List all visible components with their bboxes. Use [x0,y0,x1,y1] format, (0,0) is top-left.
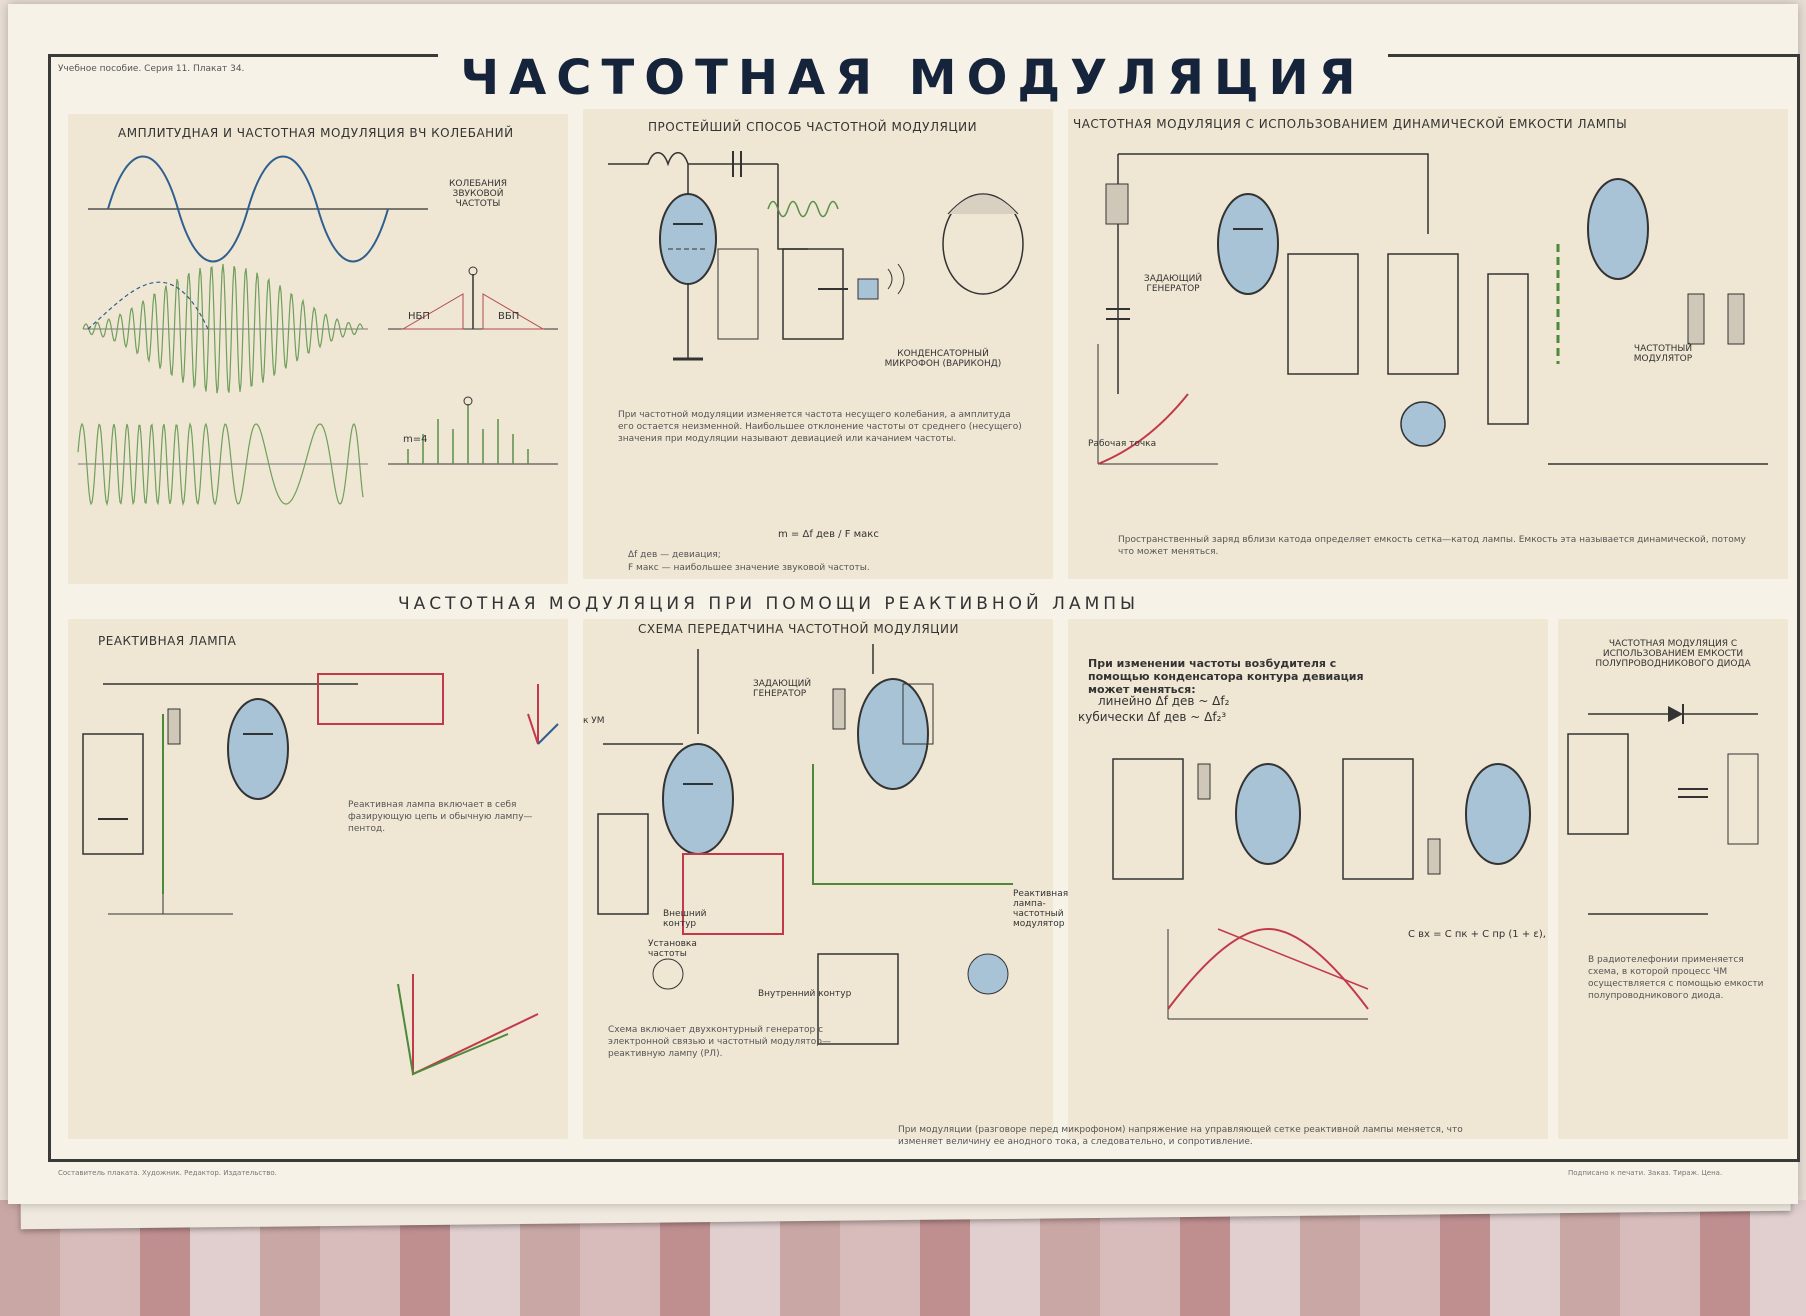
bottom-text: При модуляции (разговоре перед микрофоно… [898,1125,1463,1147]
diode-text: В радиотелефонии применяется схема, в ко… [1588,955,1764,1001]
am-fm-waveforms [77,155,558,507]
panel-transmitter [583,619,1053,1139]
label-condenser-mic: КОНДЕНСАТОРНЫЙ МИКРОФОН (ВАРИКОНД) [884,349,1002,369]
deviation-circuits [1112,758,1531,1020]
label-freq-setting: Установка частоты [648,939,697,959]
transmitter-text: Схема включает двухконтурный генератор с… [608,1025,831,1059]
label-internal-circuit: Внутренний контур [758,989,852,999]
label-freq-modulator: ЧАСТОТНЫЙ МОДУЛЯТОР [1633,344,1693,364]
reactive-text: Реактивная лампа включает в себя фазирую… [348,800,533,834]
poster-title: ЧАСТОТНАЯ МОДУЛЯЦИЯ [438,48,1388,108]
panel-am-fm [68,114,568,584]
formula-m: m = Δf дев / F макс [778,529,879,540]
label-master-gen-2: ЗАДАЮЩИЙ ГЕНЕРАТОР [753,679,812,699]
dynamic-circuit [1097,153,1768,465]
header-note: Учебное пособие. Серия 11. Плакат 34. [58,64,251,74]
diode-circuit [1567,704,1759,915]
label-reactive-modulator: Реактивная лампа-частотный модулятор [1013,889,1069,929]
panel-diode [1558,619,1788,1139]
reactive-lamp-circuit [82,673,559,1076]
label-m4: m=4 [403,434,428,445]
simplest-text: При частотной модуляции изменяется часто… [618,410,1022,444]
heading-transmitter: СХЕМА ПЕРЕДАТЧИНА ЧАСТОТНОЙ МОДУЛЯЦИИ [638,622,959,636]
panel-simplest [583,109,1053,579]
footer-right: Подписано к печати. Заказ. Тираж. Цена. [1568,1169,1723,1177]
label-master-gen: ЗАДАЮЩИЙ ГЕНЕРАТОР [1143,274,1203,294]
heading-diode: ЧАСТОТНАЯ МОДУЛЯЦИЯ С ИСПОЛЬЗОВАНИЕМ ЕМК… [1595,639,1751,669]
simplest-circuit [608,151,1024,361]
heading-reactive-lamp: РЕАКТИВНАЯ ЛАМПА [98,634,237,648]
heading-simplest: ПРОСТЕЙШИЙ СПОСОБ ЧАСТОТНОЙ МОДУЛЯЦИИ [648,120,978,134]
label-lower-band: НБП [408,311,430,322]
transmitter-circuit [597,644,1013,1045]
dev-note: Δf дев — девиация; [628,550,721,560]
label-sound-osc: КОЛЕБАНИЯ ЗВУКОВОЙ ЧАСТОТЫ [448,179,507,209]
section-reactive-band: ЧАСТОТНАЯ МОДУЛЯЦИЯ ПРИ ПОМОЩИ РЕАКТИВНО… [398,594,1140,614]
poster: Учебное пособие. Серия 11. Плакат 34. ЧА… [8,4,1800,1204]
label-upper-band: ВБП [498,311,520,322]
heading-dynamic: ЧАСТОТНАЯ МОДУЛЯЦИЯ С ИСПОЛЬЗОВАНИЕМ ДИН… [1073,117,1628,131]
formula-c: C вх = C пк + C пр (1 + ε), [1408,929,1546,940]
label-working-point: Рабочая точка [1088,439,1157,449]
dynamic-text: Пространственный заряд вблизи катода опр… [1118,535,1746,557]
heading-am-fm: АМПЛИТУДНАЯ И ЧАСТОТНАЯ МОДУЛЯЦИЯ ВЧ КОЛ… [118,126,514,140]
label-um: к УМ [583,716,605,726]
label-external-circuit: Внешний контур [663,909,707,929]
fmax-note: F макс — наибольшее значение звуковой ча… [628,563,870,573]
footer-left: Составитель плаката. Художник. Редактор.… [58,1169,277,1177]
deviation-linear: линейно Δf дев ~ Δf₂ [1098,694,1230,708]
deviation-varies: При изменении частоты возбудителя с помо… [1088,657,1364,696]
deviation-cubic: кубически Δf дев ~ Δf₂³ [1078,710,1227,724]
